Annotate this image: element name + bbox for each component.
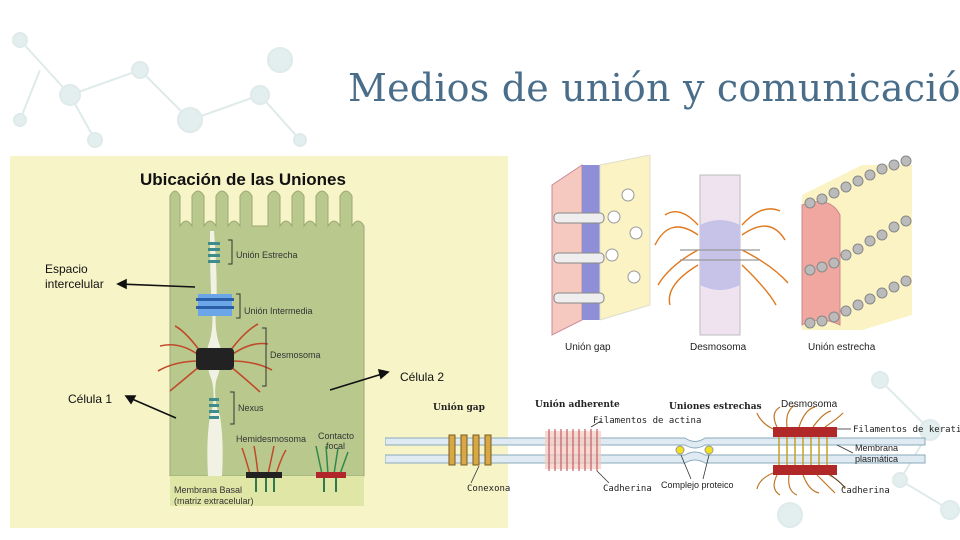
- desmosome-bottom-marks: [756, 404, 846, 496]
- nexus-marks: [209, 398, 219, 419]
- intermediate-junction-marks: [196, 294, 234, 316]
- label-desmosoma-3d: Desmosoma: [690, 342, 747, 353]
- label-membrana-basal: Membrana Basal: [174, 485, 242, 495]
- label-celula-2: Célula 2: [400, 370, 444, 384]
- adherens-junction-marks: [545, 429, 601, 471]
- label-espacio: Espacio: [45, 262, 88, 276]
- label-union-adherente: Unión adherente: [535, 399, 620, 410]
- junction-types-3d-diagram: Unión gap Desmosoma Unión estrecha: [551, 155, 912, 353]
- label-contacto: Contacto: [318, 431, 354, 441]
- label-focal: focal: [326, 441, 345, 451]
- label-uniones-estrechas: Uniones estrechas: [669, 402, 762, 412]
- plasma-membranes: [385, 437, 926, 464]
- tight-junction-dots: [675, 445, 714, 455]
- label-cadherina-1: Cadherina: [603, 484, 652, 494]
- label-union-gap-bottom: Unión gap: [433, 402, 485, 413]
- label-complejo-proteico: Complejo proteico: [661, 480, 734, 490]
- label-intercelular: intercelular: [45, 277, 104, 291]
- focal-contact-marks: [315, 445, 349, 492]
- left-diagram-heading: Ubicación de las Uniones: [140, 170, 346, 189]
- junction-types-cross-section-diagram: Unión gap Unión adherente Uniones estrec…: [385, 399, 960, 496]
- gap-junction-illustration: [551, 155, 651, 336]
- label-celula-1: Célula 1: [68, 392, 112, 406]
- tight-junction-marks: [208, 242, 220, 263]
- label-union-estrecha: Unión Estrecha: [236, 250, 298, 260]
- label-desmosoma-bottom: Desmosoma: [781, 399, 838, 410]
- label-union-gap-3d: Unión gap: [565, 342, 611, 353]
- label-nexus: Nexus: [238, 403, 264, 413]
- label-cadherina-2: Cadherina: [841, 486, 890, 496]
- pointer-arrows: [116, 278, 390, 419]
- label-matriz-extracelular: (matriz extracelular): [174, 496, 254, 506]
- junction-location-diagram: Ubicación de las Uniones Espacio interce…: [45, 170, 444, 506]
- label-filamentos-actina: Filamentos de actina: [593, 416, 701, 426]
- desmosome-marks: [157, 323, 273, 393]
- label-union-intermedia: Unión Intermedia: [244, 306, 313, 316]
- desmosome-illustration: [654, 174, 789, 336]
- label-hemidesmosoma: Hemidesmosoma: [236, 434, 306, 444]
- label-brackets: [228, 239, 267, 425]
- label-filamentos-keratina: Filamentos de keratina: [853, 425, 960, 435]
- gap-junction-connexons: [448, 434, 492, 466]
- label-conexona: Conexona: [467, 484, 510, 494]
- hemidesmosome-marks: [241, 445, 287, 492]
- label-desmosoma: Desmosoma: [270, 350, 321, 360]
- tight-junction-illustration: [801, 155, 912, 330]
- label-plasmatica: plasmática: [855, 454, 898, 464]
- slide-title: Medios de unión y comunicación: [348, 66, 960, 110]
- bottom-leader-lines: [470, 420, 854, 488]
- label-membrana: Membrana: [855, 443, 898, 453]
- label-union-estrecha-3d: Unión estrecha: [808, 342, 876, 353]
